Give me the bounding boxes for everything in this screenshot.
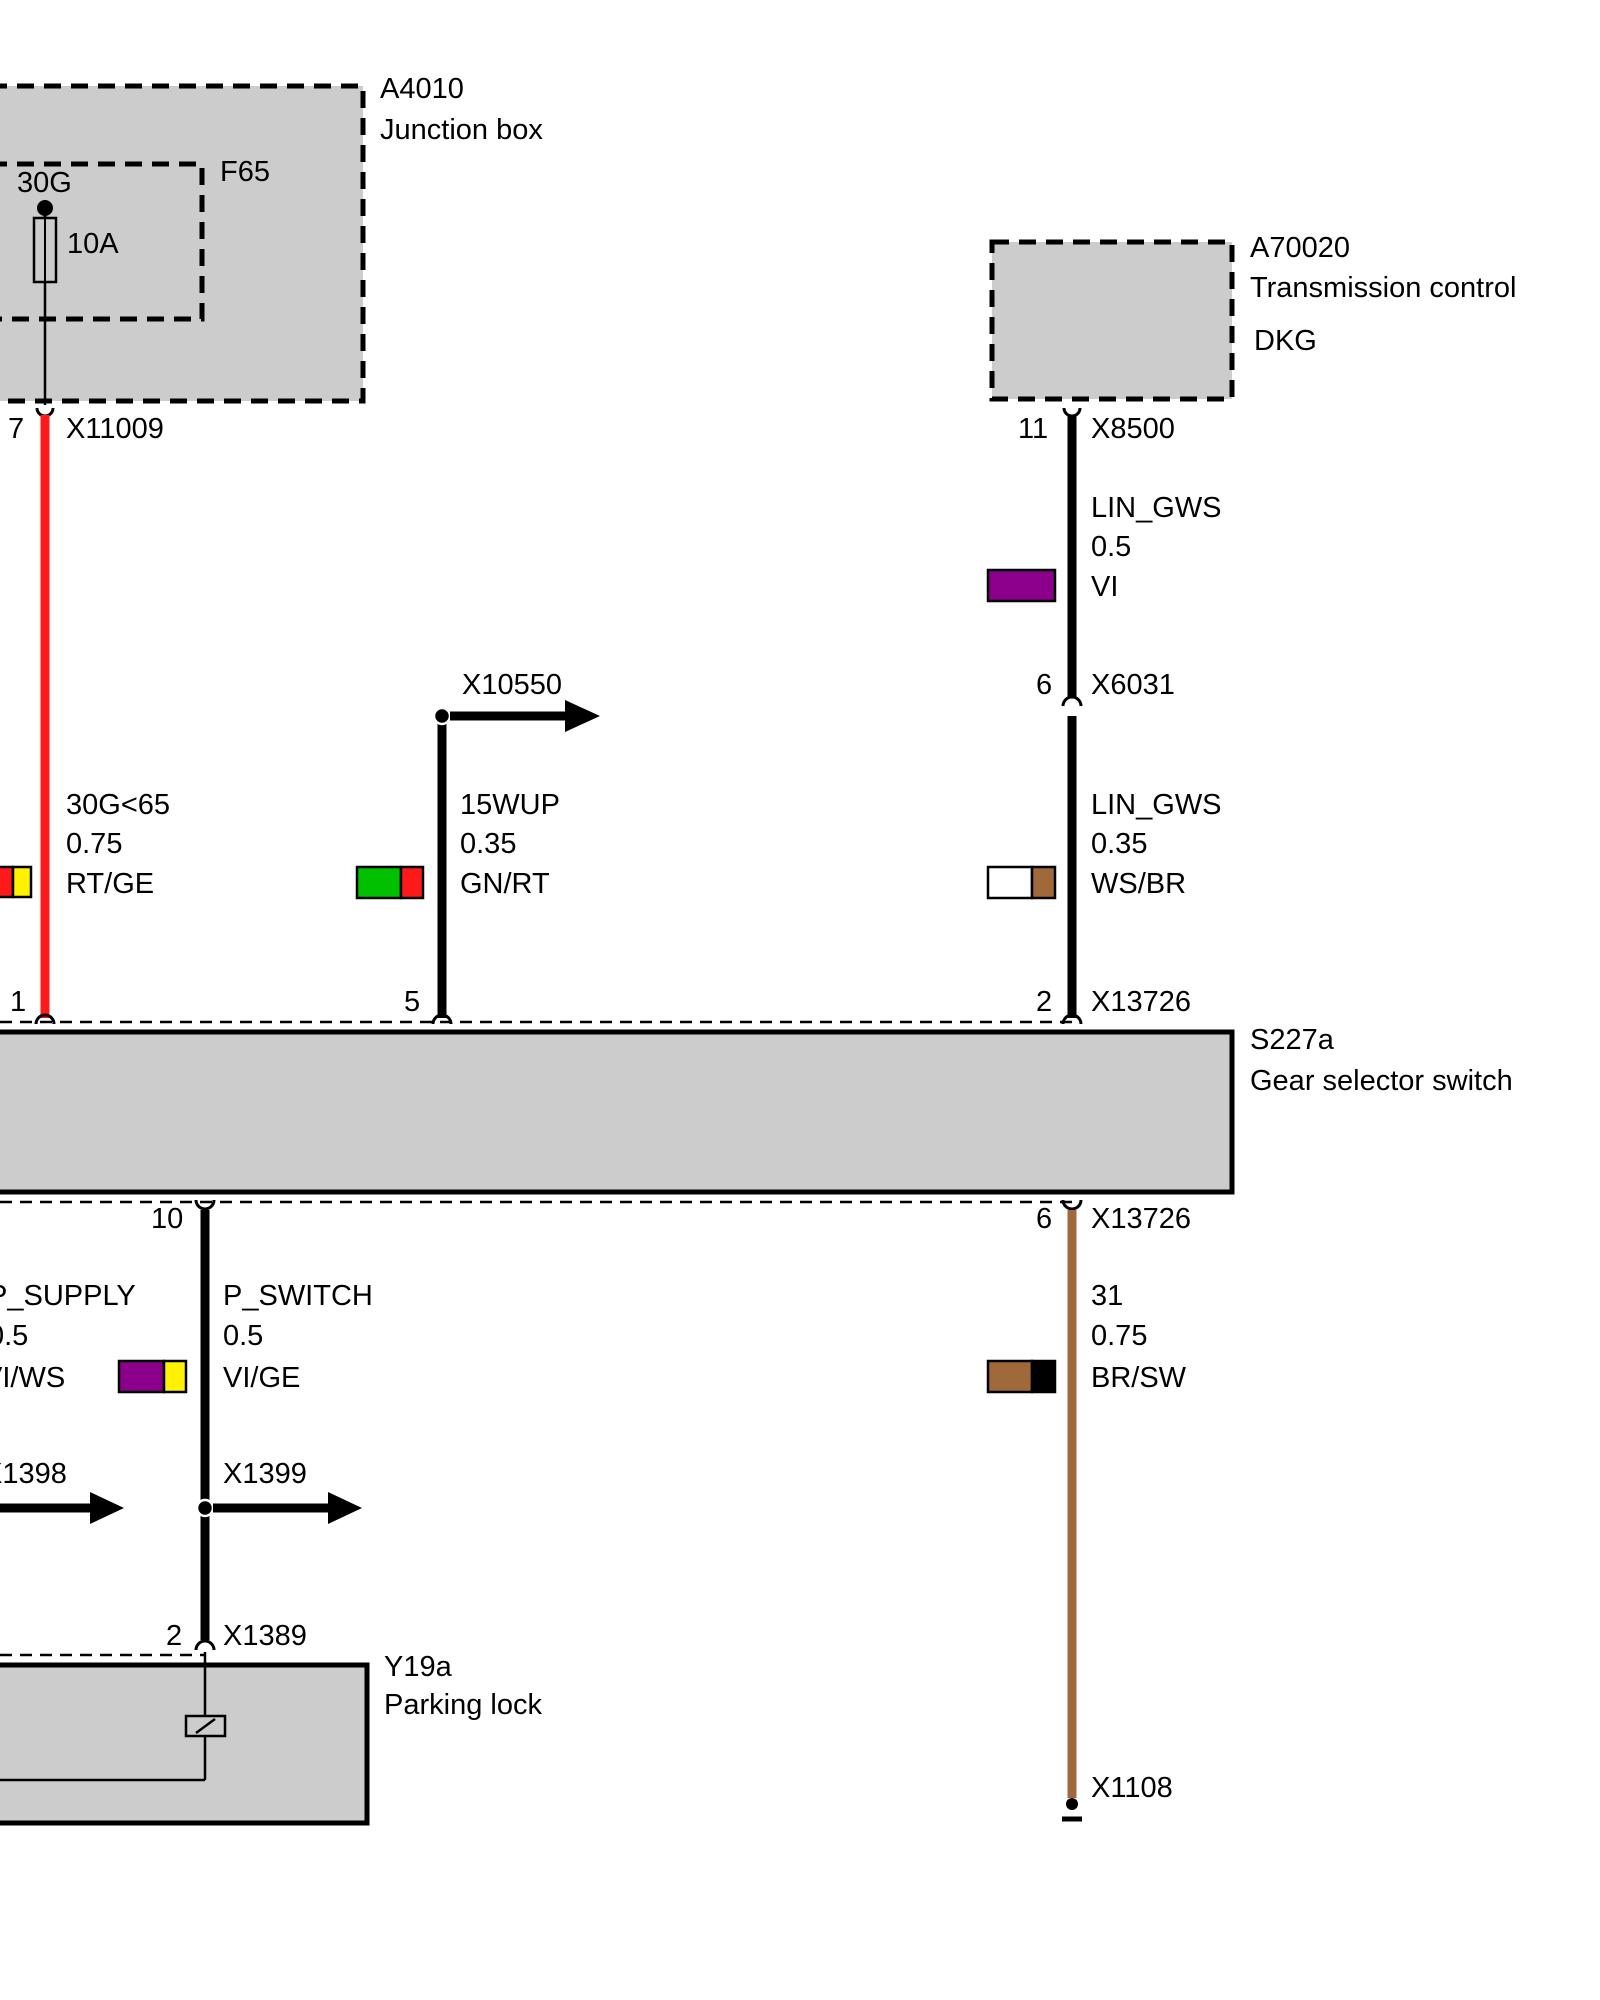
fuse-f65-box: [0, 161, 205, 322]
x8500-pin: 11: [1018, 413, 1048, 445]
wire-lin-upper-size: 0.5: [1091, 531, 1131, 563]
x13726-top-pin-2: 2: [1036, 986, 1052, 1018]
x13726-bottom-label: X13726: [1091, 1203, 1191, 1235]
x6031-pin: 6: [1036, 669, 1052, 701]
wire-psupply-signal: P_SUPPLY: [0, 1280, 136, 1312]
x6031-label: X6031: [1091, 669, 1175, 701]
wire-psupply-code: VI/WS: [0, 1362, 65, 1394]
wire-30g-size: 0.75: [66, 828, 122, 860]
transmission-control-name: Transmission control: [1250, 272, 1516, 304]
wire-15wup-color-swatch: [355, 865, 425, 900]
x11009-pin: 7: [8, 413, 24, 445]
x1399-node: [195, 1498, 215, 1518]
x13726-top-pin-1: 1: [10, 986, 26, 1018]
wire-30g-color-swatch: [0, 865, 33, 899]
wire-30g-code: RT/GE: [66, 868, 154, 900]
x13726-pin1-socket: [34, 1013, 56, 1025]
wire-lin-upper-signal: LIN_GWS: [1091, 492, 1222, 524]
gear-selector-name: Gear selector switch: [1250, 1065, 1513, 1097]
wire-lin-lower-code: WS/BR: [1091, 868, 1186, 900]
wire-15wup-code: GN/RT: [460, 868, 550, 900]
x11009-label: X11009: [66, 413, 164, 445]
x1399-label: X1399: [223, 1458, 307, 1490]
x6031-socket: [1061, 695, 1083, 707]
wire-15wup-size: 0.35: [460, 828, 516, 860]
parking-lock-box: [0, 1662, 370, 1826]
x13726-bottom-pin-10: 10: [151, 1203, 183, 1235]
fuse-terminal-label: 30G: [17, 167, 72, 199]
parking-lock-name: Parking lock: [384, 1689, 542, 1721]
wire-psupply-size: 0.5: [0, 1320, 28, 1352]
wire-lin-lower-signal: LIN_GWS: [1091, 789, 1222, 821]
junction-box-name: Junction box: [380, 114, 543, 146]
arrow-right-icon: [565, 700, 600, 732]
x13726-top-label: X13726: [1091, 986, 1191, 1018]
x10550-node: [432, 706, 452, 726]
x13726-pin2-socket: [1061, 1013, 1083, 1025]
x13726-pin6-socket: [1061, 1199, 1083, 1211]
wire-pswitch-code: VI/GE: [223, 1362, 300, 1394]
wire-lin-upper-code: VI: [1091, 571, 1118, 603]
x8500-socket: [1062, 407, 1082, 418]
wire-31-color-swatch: [986, 1359, 1057, 1394]
wire-pswitch-signal: P_SWITCH: [223, 1280, 373, 1312]
x1389-label: X1389: [223, 1620, 307, 1652]
arrow-right-icon: [90, 1492, 124, 1524]
fuse-label: F65: [220, 156, 270, 188]
wire-lin-upper-color-swatch: [986, 568, 1057, 603]
x13726-top-pin-5: 5: [404, 986, 420, 1018]
x10550-label: X10550: [462, 669, 562, 701]
transmission-control-sub: DKG: [1254, 325, 1317, 357]
parking-lock-id: Y19a: [384, 1651, 453, 1683]
wire-30g-signal: 30G<65: [66, 789, 170, 821]
wire-15wup-signal: 15WUP: [460, 789, 560, 821]
x1389-socket: [194, 1639, 216, 1651]
x13726-pin10-socket: [194, 1199, 216, 1211]
x13726-pin5-socket: [431, 1013, 453, 1025]
wire-31-code: BR/SW: [1091, 1362, 1187, 1394]
x1398-label: X1398: [0, 1458, 67, 1490]
wire-pswitch-size: 0.5: [223, 1320, 263, 1352]
wire-lin-lower-size: 0.35: [1091, 828, 1147, 860]
wire-lin-lower-color-swatch: [986, 865, 1057, 900]
x11009-socket: [35, 407, 55, 418]
transmission-control-id: A70020: [1250, 232, 1350, 264]
x1108-ground-node: [1066, 1798, 1078, 1810]
fuse-rating: 10A: [67, 228, 119, 260]
x13726-bottom-pin-6: 6: [1036, 1203, 1052, 1235]
x1389-pin: 2: [166, 1620, 182, 1652]
gear-selector-id: S227a: [1250, 1024, 1335, 1056]
transmission-control-box: [989, 239, 1235, 402]
wire-31-signal: 31: [1091, 1280, 1123, 1312]
x8500-label: X8500: [1091, 413, 1175, 445]
junction-box-id: A4010: [380, 73, 464, 105]
wire-pswitch-color-swatch: [117, 1359, 188, 1394]
junction-box: [0, 83, 366, 404]
x1108-label: X1108: [1091, 1772, 1173, 1804]
gear-selector-switch-box: [0, 1029, 1235, 1195]
arrow-right-icon: [328, 1492, 362, 1524]
wire-31-size: 0.75: [1091, 1320, 1147, 1352]
